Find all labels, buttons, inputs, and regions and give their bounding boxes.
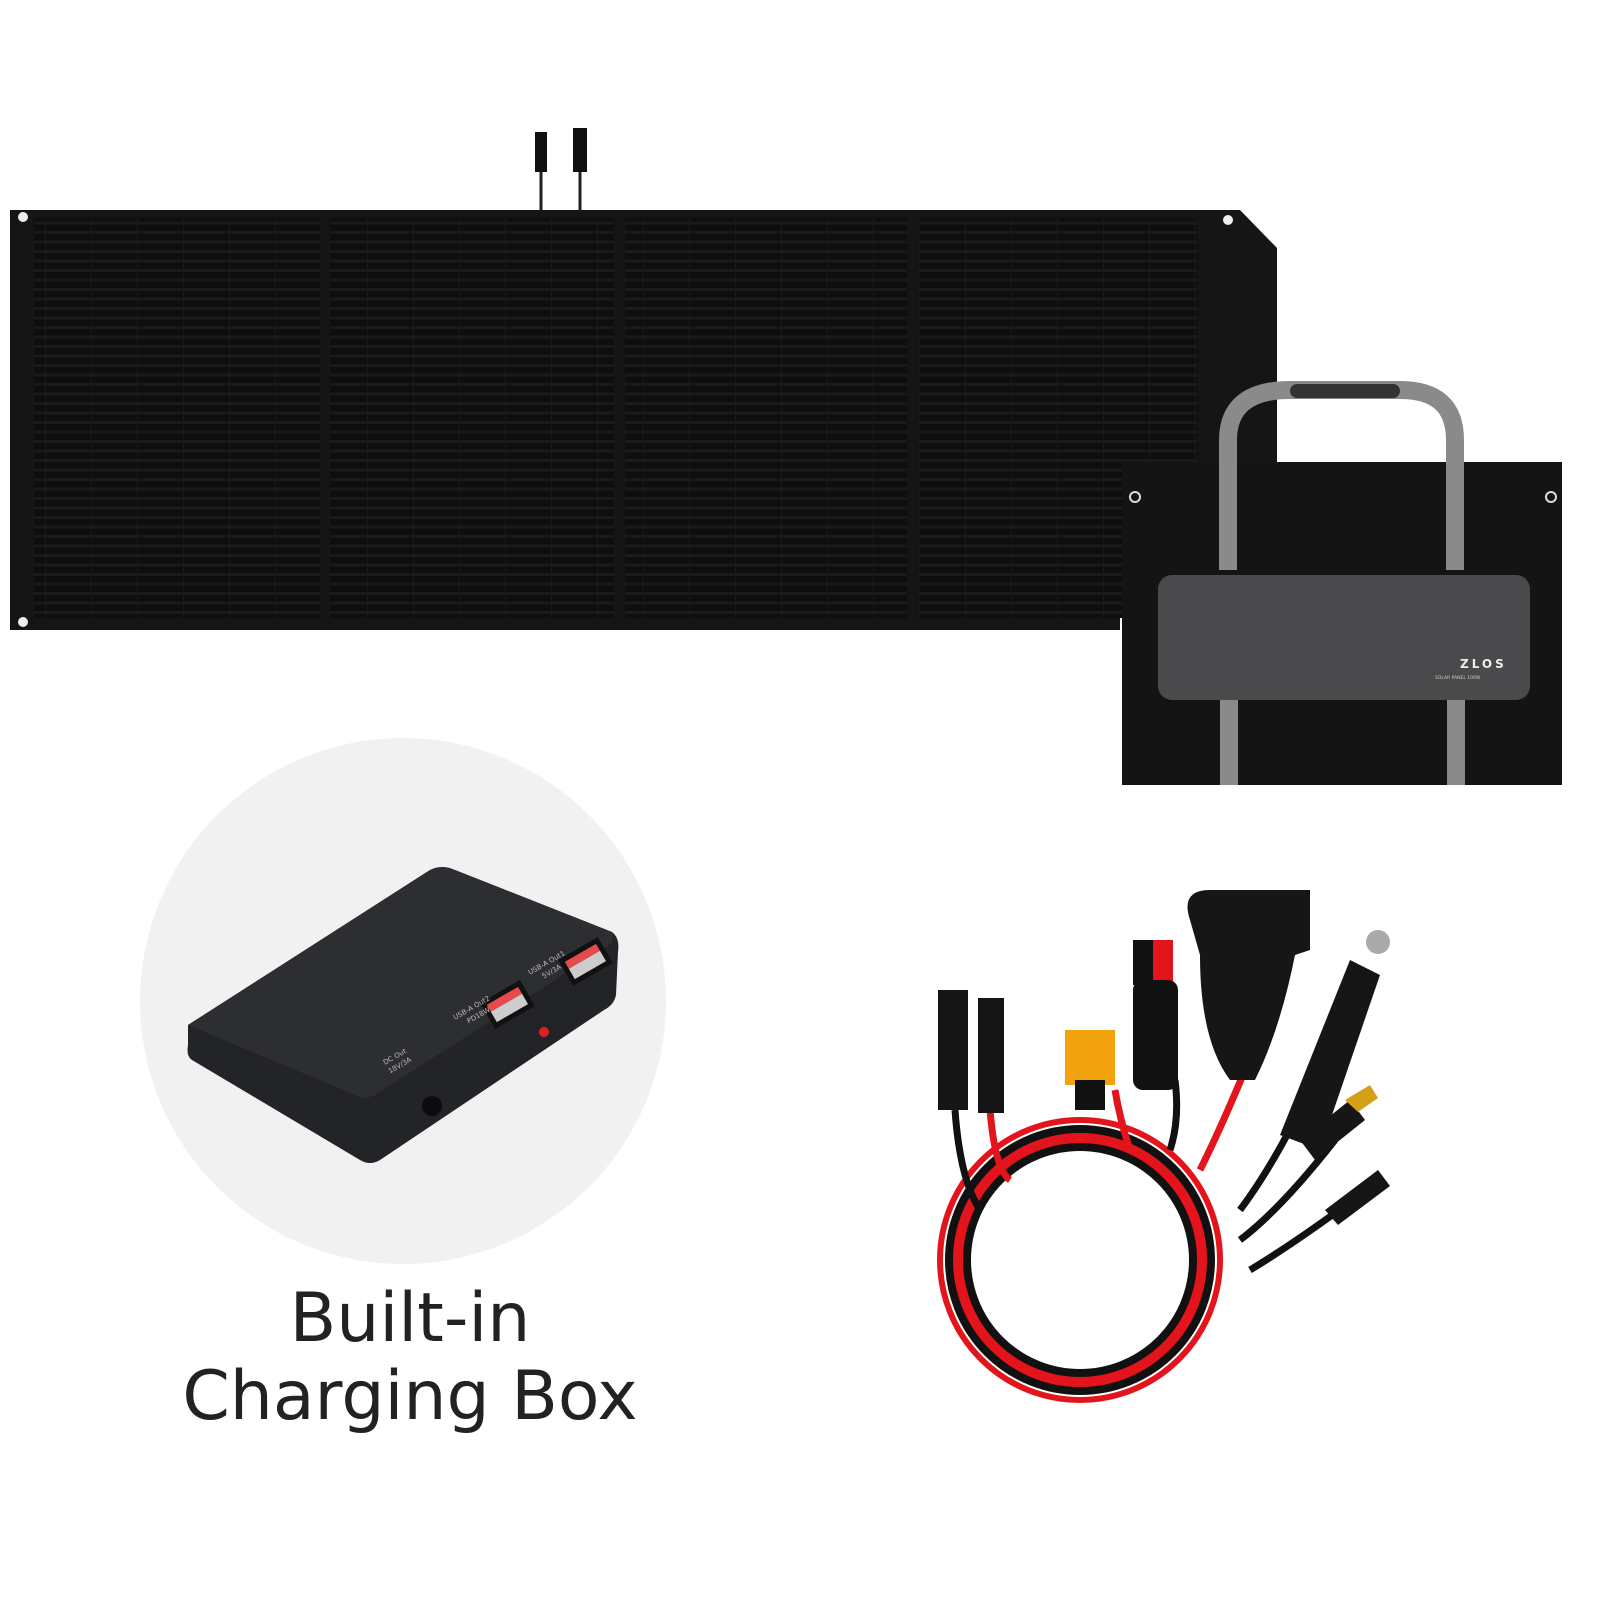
anderson-connector-icon (1133, 940, 1178, 1090)
solar-panel-unfolded (10, 128, 1277, 630)
sae-connector-icon (1187, 890, 1310, 1080)
dc-barrel-plug-icon (1300, 1085, 1390, 1225)
mc4-connector-icon (535, 128, 587, 212)
dc-port-icon (422, 1096, 442, 1116)
charging-box: DC Out 18V/3A USB-A Out2 PD18W USB-A Out… (187, 867, 619, 1163)
cable-set (937, 890, 1390, 1403)
solar-panel-folded-bag: ZLOS SOLAR PANEL 100W (1122, 381, 1562, 785)
brand-logo: ZLOS (1460, 657, 1507, 671)
bag-handle[interactable] (1219, 381, 1464, 570)
caption: Built-in Charging Box (100, 1280, 720, 1436)
xt60-connector-icon (1065, 1030, 1115, 1110)
car-plug-icon (1280, 930, 1390, 1150)
svg-text:SOLAR PANEL 100W: SOLAR PANEL 100W (1435, 675, 1481, 681)
led-indicator-icon (539, 1027, 549, 1037)
caption-line-1: Built-in (289, 1279, 531, 1358)
mc4-connector-icon (938, 990, 1004, 1113)
caption-line-2: Charging Box (182, 1357, 638, 1436)
